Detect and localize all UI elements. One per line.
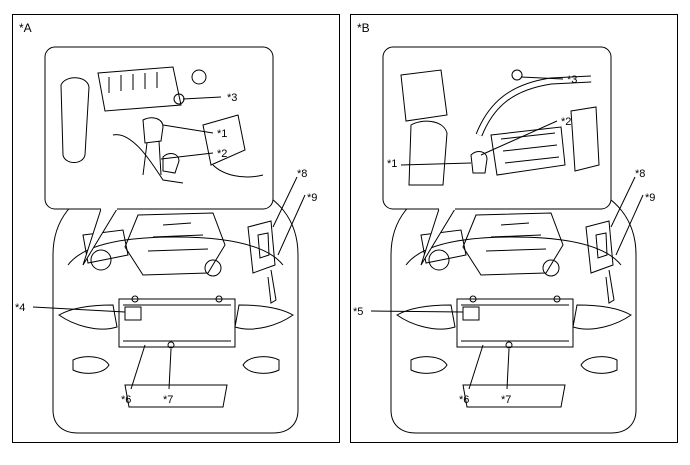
vehicle-illustration-b: *3 *2 *1 *8 *9 *5 *6 *7 [353, 46, 655, 434]
sensor-7 [167, 341, 175, 349]
callout-5: *5 [353, 306, 363, 318]
fog-lamp-left [410, 356, 448, 374]
callout-2: *2 [217, 148, 227, 160]
diagram-panel-a: *A [12, 14, 340, 443]
condenser [456, 298, 574, 348]
callout-7: *7 [501, 394, 511, 406]
diagram-panel-b: *B [350, 14, 678, 443]
detail-inset [44, 46, 274, 210]
sensor-7 [505, 341, 513, 349]
callout-1: *1 [387, 158, 397, 170]
panel-label-a: *A [19, 21, 32, 35]
ecu-unit [247, 220, 276, 274]
callout-9: *9 [307, 192, 317, 204]
reservoir-tank [60, 77, 90, 163]
engine-part [90, 249, 112, 271]
callout-2: *2 [561, 116, 571, 128]
lower-grille [124, 384, 228, 408]
fog-lamp-right [580, 356, 618, 374]
vehicle-illustration-a: *3 *1 *2 *8 *9 *4 *6 *7 [15, 46, 317, 434]
engine-cover [124, 212, 226, 276]
fog-lamp-left [72, 356, 110, 374]
pressure-sensor [142, 117, 164, 144]
panel-label-b: *B [357, 21, 370, 35]
engine-cover [462, 212, 564, 276]
callout-3: *3 [567, 74, 577, 86]
engine-part [204, 259, 222, 277]
condenser [118, 298, 236, 348]
callout-3: *3 [227, 92, 237, 104]
callout-6: *6 [121, 394, 131, 406]
callout-4: *4 [15, 302, 25, 314]
callout-7: *7 [163, 394, 173, 406]
headlight-right [234, 304, 294, 330]
detail-inset [382, 46, 612, 210]
headlight-right [572, 304, 632, 330]
car-body-outline [52, 184, 299, 434]
callout-8: *8 [297, 168, 307, 180]
car-body-outline [390, 184, 637, 434]
callout-8: *8 [635, 168, 645, 180]
connector-3 [511, 69, 523, 81]
headlight-left [396, 304, 456, 330]
callout-1: *1 [217, 128, 227, 140]
callout-9: *9 [645, 192, 655, 204]
lower-grille [462, 384, 566, 408]
callout-6: *6 [459, 394, 469, 406]
ecu-unit [585, 220, 614, 274]
fog-lamp-right [242, 356, 280, 374]
